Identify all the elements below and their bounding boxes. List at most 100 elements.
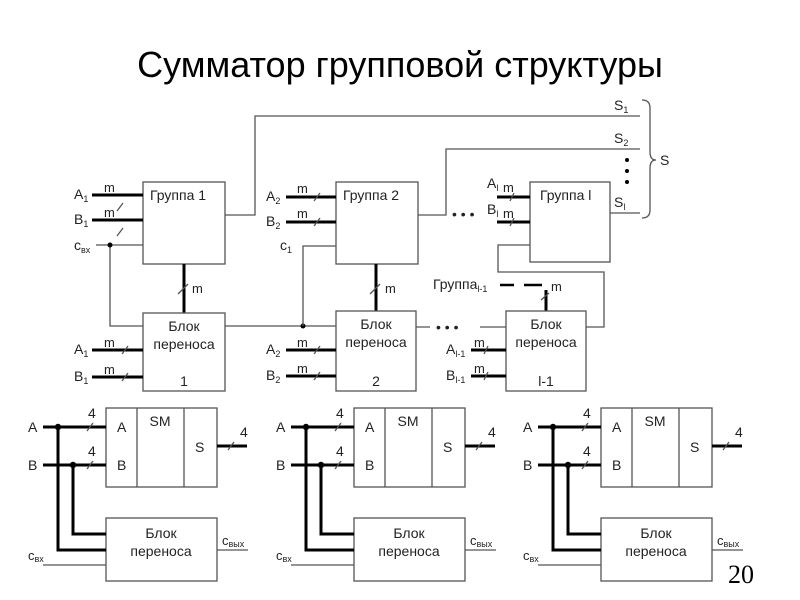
bus-width-label: 4 xyxy=(240,424,248,440)
carry-block-label: Блок xyxy=(393,525,425,541)
carry-block-1-label: Блок xyxy=(168,318,200,334)
group-l-box xyxy=(529,181,611,263)
sm-box xyxy=(600,407,713,488)
carry-in-label: cвх xyxy=(28,548,44,564)
bus-width-label: 4 xyxy=(735,424,743,440)
carry-1-label: c1 xyxy=(280,237,292,255)
group-l-b-label: Bl xyxy=(487,201,498,219)
bus-width-label: 4 xyxy=(583,443,591,459)
carry-block-box xyxy=(105,517,218,582)
group-2-b-label: B2 xyxy=(266,213,280,231)
carry-block-label: Блок xyxy=(145,525,177,541)
bus-width-label: m xyxy=(297,206,308,221)
carry-block-2-label: переноса xyxy=(345,334,406,350)
junction-dot xyxy=(317,461,325,469)
input-a-label: A xyxy=(28,419,38,435)
group-l-label: Группа l xyxy=(540,187,591,203)
carry-block-2-a-label: A2 xyxy=(266,341,280,359)
input-a-label: A xyxy=(276,419,286,435)
vertical-dot xyxy=(625,180,629,184)
carry-out-label: cвых xyxy=(470,533,493,549)
bus-width-label: m xyxy=(104,335,115,350)
junction-dot xyxy=(107,242,113,248)
carry-block-1-index: 1 xyxy=(180,373,188,389)
carry-block-1-a-label: A1 xyxy=(74,341,88,359)
group-l-minus-1-label: Группаl-1 xyxy=(433,276,487,294)
port-s-label: S xyxy=(443,439,452,455)
carry-block-box xyxy=(600,517,713,582)
bus-width-label: m xyxy=(385,281,396,296)
carry-block-l-minus-1-index: l-1 xyxy=(538,373,554,389)
bus-width-label: 4 xyxy=(88,443,96,459)
bus-width-label: m xyxy=(503,206,514,221)
carry-block-l-minus-1-b-label: Bl-1 xyxy=(446,367,465,385)
output-s1-label: S1 xyxy=(614,97,628,115)
input-b-label: B xyxy=(523,457,532,473)
page-number: 20 xyxy=(728,560,754,589)
junction-dot xyxy=(69,461,77,469)
port-b-label: B xyxy=(117,457,126,473)
carry-block-l-minus-1-box xyxy=(505,310,587,392)
group-1-a-label: A1 xyxy=(74,186,88,204)
group-1-label: Группа 1 xyxy=(150,187,206,203)
bus-width-label: m xyxy=(297,361,308,376)
group-2-label: Группа 2 xyxy=(343,187,399,203)
bus-width-label: 4 xyxy=(583,405,591,421)
carry-block-1-box xyxy=(142,312,226,392)
port-s-label: S xyxy=(195,439,204,455)
port-a-label: A xyxy=(612,419,622,435)
carry-block-1-b-label: B1 xyxy=(74,368,88,386)
group-2-a-label: A2 xyxy=(266,188,280,206)
bus-width-label: 4 xyxy=(336,405,344,421)
carry-in-label: cвх xyxy=(523,548,539,564)
ellipsis: • • • xyxy=(436,319,459,335)
bus-width-label: m xyxy=(474,335,485,350)
output-s2-label: S2 xyxy=(614,130,628,148)
sum-label: S xyxy=(660,152,669,168)
group-2-box xyxy=(335,181,419,265)
port-s-label: S xyxy=(690,439,699,455)
input-b-label: B xyxy=(28,457,37,473)
bus-width-label: 4 xyxy=(336,443,344,459)
bus-width-label: m xyxy=(551,279,562,294)
wire-s2 xyxy=(418,148,640,216)
junction-dot xyxy=(564,461,572,469)
junction-dot xyxy=(549,423,557,431)
vertical-dot xyxy=(625,158,629,162)
wire-s1 xyxy=(225,115,640,216)
slide-title: Сумматор групповой структуры xyxy=(137,44,663,85)
carry-out-label: cвых xyxy=(717,533,740,549)
port-b-label: B xyxy=(365,457,374,473)
sm-label: SM xyxy=(150,413,171,429)
carry-block-2-box xyxy=(335,310,417,392)
group-l-a-label: Al xyxy=(487,175,498,193)
carry-block-l-minus-1-label: переноса xyxy=(515,334,576,350)
carry-in-label: cвх xyxy=(74,237,91,255)
carry-block-label: переноса xyxy=(130,543,191,559)
carry-block-label: Блок xyxy=(640,525,672,541)
carry-block-label: переноса xyxy=(625,543,686,559)
carry-block-2-label: Блок xyxy=(360,316,392,332)
input-b-label: B xyxy=(276,457,285,473)
junction-dot xyxy=(302,423,310,431)
sm-label: SM xyxy=(398,413,419,429)
bus-width-label: 4 xyxy=(88,405,96,421)
carry-block-label: переноса xyxy=(378,543,439,559)
carry-block-l-minus-1-a-label: Al-1 xyxy=(446,341,465,359)
brace-icon xyxy=(641,99,657,219)
sm-label: SM xyxy=(645,413,666,429)
bus-width-label: m xyxy=(192,281,203,296)
carry-block-l-minus-1-label: Блок xyxy=(530,316,562,332)
carry-block-2-b-label: B2 xyxy=(266,367,280,385)
ellipsis: • • • xyxy=(452,206,475,222)
port-a-label: A xyxy=(117,419,127,435)
carry-block-box xyxy=(353,517,466,582)
carry-block-1-label: переноса xyxy=(153,336,214,352)
carry-block-2-index: 2 xyxy=(372,373,380,389)
carry-out-label: cвых xyxy=(222,533,245,549)
bus-width-label: m xyxy=(297,181,308,196)
